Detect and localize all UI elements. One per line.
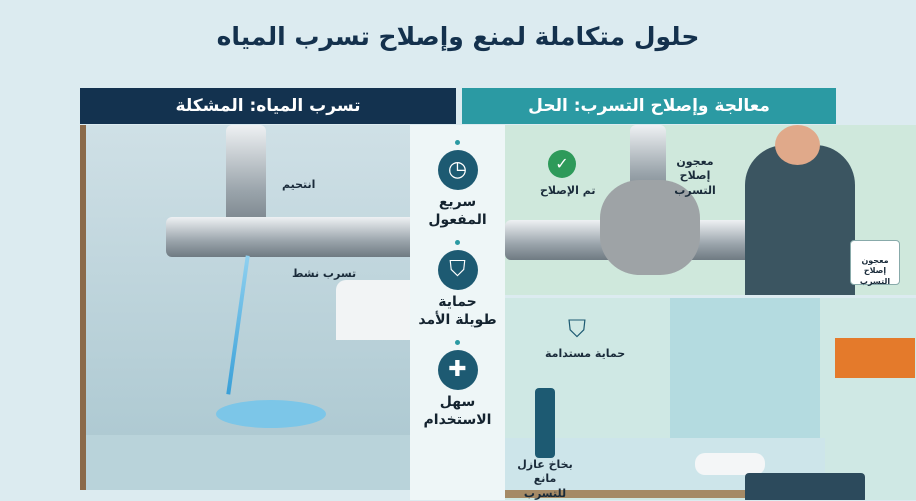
solution-header: معالجة وإصلاح التسرب: الحل <box>462 88 836 124</box>
spray-label: بخاخ عازل مانع للتسرب <box>517 458 573 500</box>
feature-line1: حماية <box>438 294 477 310</box>
page-title: حلول متكاملة لمنع وإصلاح تسرب المياه <box>216 22 700 51</box>
feature-line2: الاستخدام <box>423 411 492 428</box>
repair-illustration <box>505 125 916 295</box>
feature-line2: طويلة الأمد <box>418 311 497 328</box>
paste-label: معجون إصلاح التسرب <box>674 155 716 197</box>
shield-icon: ⛉ <box>568 315 586 343</box>
sustainable-protection-label: حماية مستدامة <box>545 347 626 360</box>
clock-icon: ◷ <box>437 150 478 190</box>
problem-header: تسرب المياه: المشكلة <box>80 88 456 124</box>
corrosion-label: انتحيم <box>282 178 316 191</box>
active-leak-label: تسرب نشط <box>292 267 357 280</box>
problem-illustration <box>80 125 410 490</box>
repaired-label: تم الإصلاح <box>540 184 596 197</box>
waterproofing-illustration <box>505 298 916 500</box>
pipe-icon: ✚ <box>437 350 478 390</box>
check-icon: ✓ <box>548 150 576 178</box>
feature-line2: المفعول <box>428 211 487 228</box>
feature-line1: سهل <box>439 394 476 410</box>
feature-line1: سريع <box>438 194 477 210</box>
shield-icon: ⛉ <box>437 250 478 290</box>
can-label: معجون إصلاح التسرب <box>859 256 891 286</box>
